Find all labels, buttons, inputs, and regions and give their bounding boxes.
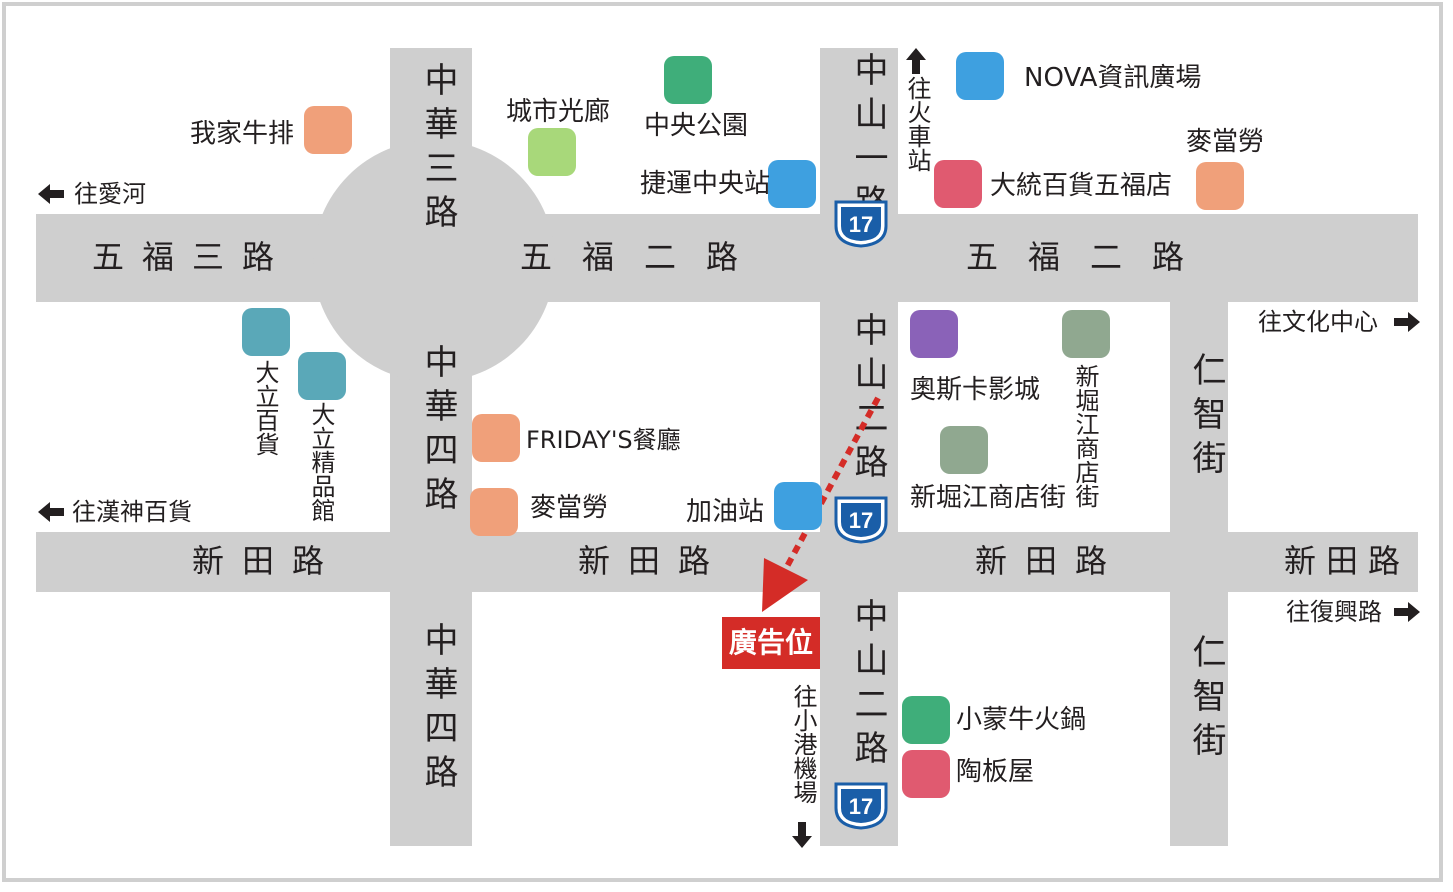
road-label-wufu2-a: 五福二路 [520,238,769,276]
poi-gas-label: 加油站 [686,497,765,527]
poi-fridays-marker [472,414,520,462]
road-label-xintian-b: 新田路 [578,542,729,580]
arrow-left-icon [38,502,64,522]
poi-fridays-label: FRIDAY'S餐廳 [526,426,681,454]
poi-jieyun-label: 捷運中央站 [640,169,771,199]
road-zhongshan [820,48,898,846]
road-label-zhongshan2-b: 中山二路 [848,598,888,774]
poi-gas-marker [774,482,822,530]
poi-oscar-label: 奧斯卡影城 [910,375,1041,405]
poi-shinkuchiang-marker [940,426,988,474]
poi-zhongyang-park-marker [664,56,712,104]
route-17-shield-2: 17 [834,496,888,544]
map-frame [2,2,1443,882]
road-wufu [36,214,1418,302]
poi-dali-jp-marker [298,352,346,400]
road-label-xintian-a: 新田路 [192,542,343,580]
poi-xiaomeng-label: 小蒙牛火鍋 [956,705,1087,735]
arrow-left-icon [38,184,64,204]
poi-shinkuchiang-label: 新堀江商店街 [910,483,1067,513]
road-label-renzhi-b: 仁智街 [1186,634,1226,766]
poi-taoban-marker [902,750,950,798]
road-label-zhongshan2-a: 中山二路 [848,312,888,488]
road-label-zhonghua4-b: 中華四路 [418,622,458,798]
poi-wojia-label: 我家牛排 [190,119,295,149]
direction-to-train: 往火車站 [903,76,931,172]
poi-datong-marker [934,160,982,208]
road-label-zhonghua3: 中華三路 [418,62,458,238]
poi-wojia-marker [304,106,352,154]
road-label-zhongshan1: 中山一路 [848,52,888,228]
road-label-renzhi-a: 仁智街 [1186,352,1226,484]
direction-to-fuxing: 往復興路 [1286,598,1382,626]
poi-jieyun-marker [768,160,816,208]
poi-shinkuchiang-v-label: 新堀江商店街 [1071,364,1099,508]
poi-dali-label: 大立百貨 [251,360,279,456]
poi-dali-marker [242,308,290,356]
arrow-down-icon [792,822,812,848]
road-label-zhonghua4-a: 中華四路 [418,344,458,520]
ad-location-label: 廣告位置 [722,617,820,711]
poi-datong-label: 大統百貨五福店 [990,171,1173,201]
poi-dali-jp-label: 大立精品館 [307,402,335,522]
poi-mcd1-label: 麥當勞 [1186,127,1265,157]
poi-zhongyang-park-label: 中央公園 [644,111,749,141]
direction-to-wenhua: 往文化中心 [1258,308,1378,336]
arrow-right-icon [1394,312,1420,332]
arrow-up-icon [906,48,926,74]
direction-to-airport: 往小港機場 [789,684,817,804]
route-17-number-3: 17 [849,794,873,819]
poi-xiaomeng-marker [902,696,950,744]
poi-nova-marker [956,52,1004,100]
ad-location-arrow [762,396,881,612]
road-label-xintian-d: 新田路 [1284,542,1411,580]
poi-shinkuchiang-v-marker [1062,310,1110,358]
direction-to-hanshin: 往漢神百貨 [72,498,192,526]
poi-mcd2-label: 麥當勞 [530,493,609,523]
route-17-shield-3: 17 [834,782,888,830]
route-17-number-1: 17 [849,212,873,237]
road-renzhi [1170,302,1228,846]
route-17-number-2: 17 [849,508,873,533]
poi-chengshi-marker [528,128,576,176]
poi-mcd1-marker [1196,162,1244,210]
poi-mcd2-marker [470,488,518,536]
roundabout [313,140,555,382]
road-label-wufu3: 五福三路 [92,238,293,276]
direction-to-aihe: 往愛河 [74,180,146,208]
road-label-xintian-c: 新田路 [975,542,1126,580]
route-17-shield-1: 17 [834,200,888,248]
poi-taoban-label: 陶板屋 [956,757,1035,787]
poi-oscar-marker [910,310,958,358]
poi-nova-label: NOVA資訊廣場 [1024,63,1202,93]
arrow-right-icon [1394,602,1420,622]
poi-chengshi-label: 城市光廊 [506,97,611,127]
road-label-wufu2-b: 五福二路 [966,238,1215,276]
